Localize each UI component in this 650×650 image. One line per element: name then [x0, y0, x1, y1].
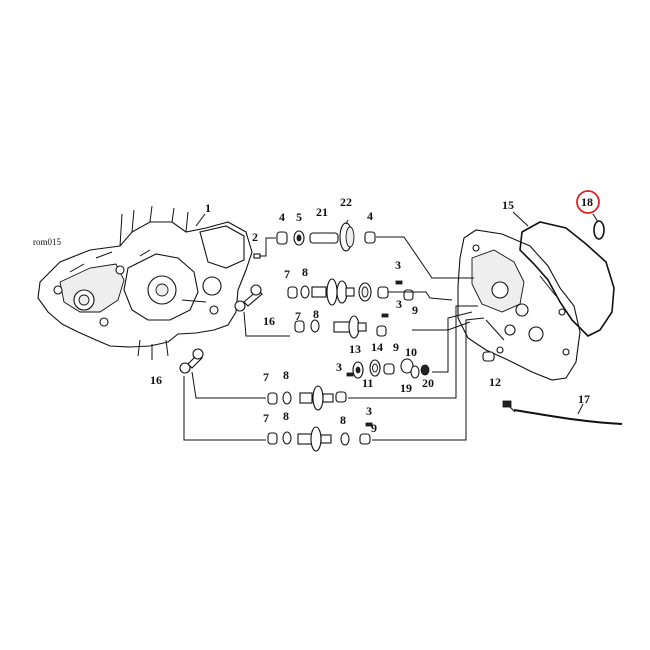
callout-3b: 3 [396, 297, 402, 311]
callout-12: 13 [349, 342, 361, 356]
callout-2: 2 [252, 230, 258, 244]
bushing-7-row3[interactable] [294, 320, 305, 333]
dowel-16-upper[interactable] [234, 284, 263, 312]
bushing-9-row6[interactable] [359, 433, 371, 445]
callout-17: 17 [578, 392, 590, 406]
callout-8c: 8 [283, 368, 289, 382]
bearing-13[interactable] [369, 359, 381, 377]
gearcase-cover[interactable] [457, 229, 581, 381]
callout-7a: 7 [284, 267, 290, 281]
crankcase[interactable] [37, 205, 253, 360]
bushing-7-row6[interactable] [267, 432, 278, 445]
gear-shaft-row3[interactable] [333, 315, 367, 339]
dowel-16-lower[interactable] [179, 348, 204, 374]
callout-9c: 9 [371, 421, 377, 435]
washer-8-row2[interactable] [300, 285, 310, 299]
washer-8-row6b[interactable] [340, 432, 350, 446]
callout-labels: rom015 1 2 4 5 21 22 4 7 8 3 3 9 16 7 8 … [33, 190, 600, 435]
bushing-11[interactable] [383, 363, 395, 375]
callout-9a: 9 [412, 303, 418, 317]
reference-code: rom015 [33, 237, 61, 247]
shaft-21[interactable] [309, 232, 339, 244]
callout-4a: 4 [279, 210, 285, 224]
callout-3a: 3 [395, 258, 401, 272]
bearing-13-row2[interactable] [358, 282, 372, 302]
callout-4b: 4 [367, 209, 373, 223]
washer-8-row6[interactable] [282, 431, 292, 445]
plug-14[interactable] [482, 351, 495, 362]
gear-shaft-row6[interactable] [297, 426, 332, 452]
callout-7c: 7 [263, 370, 269, 384]
callout-9b: 9 [393, 340, 399, 354]
bushing-4-left[interactable] [276, 231, 288, 245]
callout-8a: 8 [302, 265, 308, 279]
gear-shaft-row5[interactable] [299, 385, 334, 411]
callout-16a: 16 [263, 314, 275, 328]
pin-2[interactable] [253, 253, 261, 259]
callout-16b: 16 [150, 373, 162, 387]
callout-7d: 7 [263, 411, 269, 425]
callout-3d: 3 [366, 404, 372, 418]
key-3-row6[interactable] [365, 422, 373, 427]
bushing-4-right[interactable] [364, 231, 376, 244]
callout-18: 18 [581, 195, 593, 209]
callout-8d: 8 [283, 409, 289, 423]
washer-19[interactable] [410, 365, 420, 379]
gear-shaft-row2[interactable] [311, 278, 355, 306]
callout-10: 10 [405, 345, 417, 359]
callout-20: 20 [422, 376, 434, 390]
bushing-9-row3[interactable] [376, 325, 387, 337]
callout-7b: 7 [295, 309, 301, 323]
callout-19: 19 [400, 381, 412, 395]
bushing-7-row2[interactable] [287, 286, 298, 299]
oring-18[interactable] [593, 220, 605, 240]
callout-13: 14 [371, 340, 383, 354]
bushing-7-row5[interactable] [267, 392, 278, 405]
sensor-wire-17[interactable] [502, 400, 623, 425]
bushing-11-row5[interactable] [335, 391, 347, 403]
highlight-circle [576, 190, 600, 214]
key-3-row4[interactable] [346, 372, 354, 377]
gear-22[interactable] [339, 222, 355, 252]
nut-20[interactable] [420, 364, 430, 376]
callout-1: 1 [205, 201, 211, 215]
leader-lines [183, 211, 599, 441]
washer-5[interactable] [293, 230, 305, 246]
washer-8-row5[interactable] [282, 391, 292, 405]
callout-8b: 8 [313, 307, 319, 321]
callout-3c: 3 [336, 360, 342, 374]
bushing-row2[interactable] [377, 286, 389, 299]
gear-12[interactable] [352, 361, 364, 379]
callout-15: 15 [502, 198, 514, 212]
key-3-row3[interactable] [381, 313, 389, 318]
key-3-row2[interactable] [395, 280, 403, 285]
callout-11: 11 [362, 376, 373, 390]
callout-14: 12 [489, 375, 501, 389]
callout-22: 22 [340, 195, 352, 209]
callout-5: 5 [296, 210, 302, 224]
gasket-15[interactable] [519, 221, 615, 337]
washer-10[interactable] [400, 358, 414, 374]
washer-8-row3[interactable] [310, 319, 320, 333]
callout-21: 21 [316, 205, 328, 219]
callout-8e: 8 [340, 413, 346, 427]
